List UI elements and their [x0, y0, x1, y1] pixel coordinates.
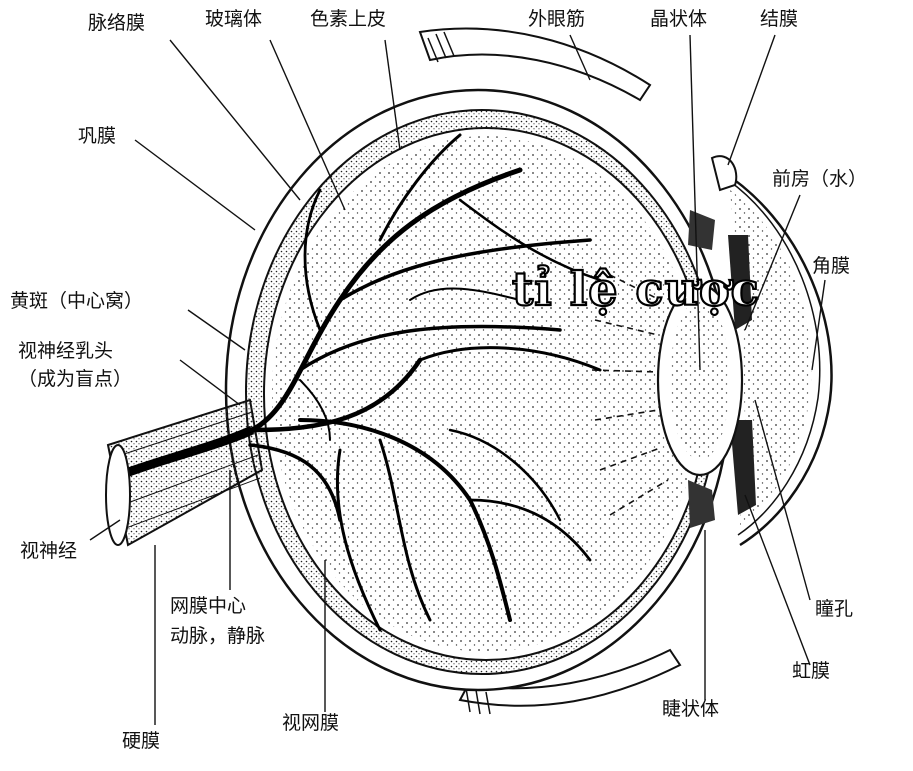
conjunctiva-shape: [710, 155, 738, 192]
label-optic-nerve: 视神经: [20, 540, 78, 562]
label-macula: 黄斑（中心窝）: [10, 290, 144, 312]
zonule-fibers: [591, 269, 669, 516]
extraocular-muscle-bottom: [458, 648, 682, 715]
label-cornea: 角膜: [812, 255, 851, 277]
iris-shape: [728, 235, 756, 515]
ciliary-body-shape: [688, 210, 715, 528]
label-central-artery-line1: 网膜中心: [170, 595, 247, 617]
label-ciliary-body: 睫状体: [662, 698, 720, 720]
label-anterior-chamber: 前房（水）: [772, 168, 868, 190]
label-dura: 硬膜: [122, 730, 161, 752]
label-extraocular-muscle: 外眼筋: [528, 8, 586, 30]
optic-nerve-shape: [105, 398, 264, 547]
label-pupil: 瞳孔: [815, 598, 854, 620]
label-vitreous: 玻璃体: [205, 8, 263, 30]
vitreous-shape: [272, 136, 700, 652]
retinal-vessels: [248, 133, 602, 632]
extraocular-muscle-top: [418, 27, 652, 102]
label-optic-disc-line1: 视神经乳头: [18, 340, 114, 362]
label-conjunctiva: 结膜: [760, 8, 799, 30]
label-iris: 虹膜: [792, 660, 831, 682]
cornea-shape: [719, 168, 833, 547]
leader-lines: [89, 34, 826, 725]
label-pigment-epithelium: 色素上皮: [310, 8, 387, 30]
watermark-text: tỉ lệ cược: [511, 261, 760, 317]
label-lens: 晶状体: [650, 8, 708, 30]
label-retina: 视网膜: [282, 712, 340, 734]
label-optic-disc-line2: （成为盲点）: [18, 368, 133, 390]
label-central-artery-line2: 动脉，静脉: [170, 625, 266, 647]
label-choroid: 脉络膜: [88, 12, 146, 34]
label-sclera: 巩膜: [78, 125, 117, 147]
